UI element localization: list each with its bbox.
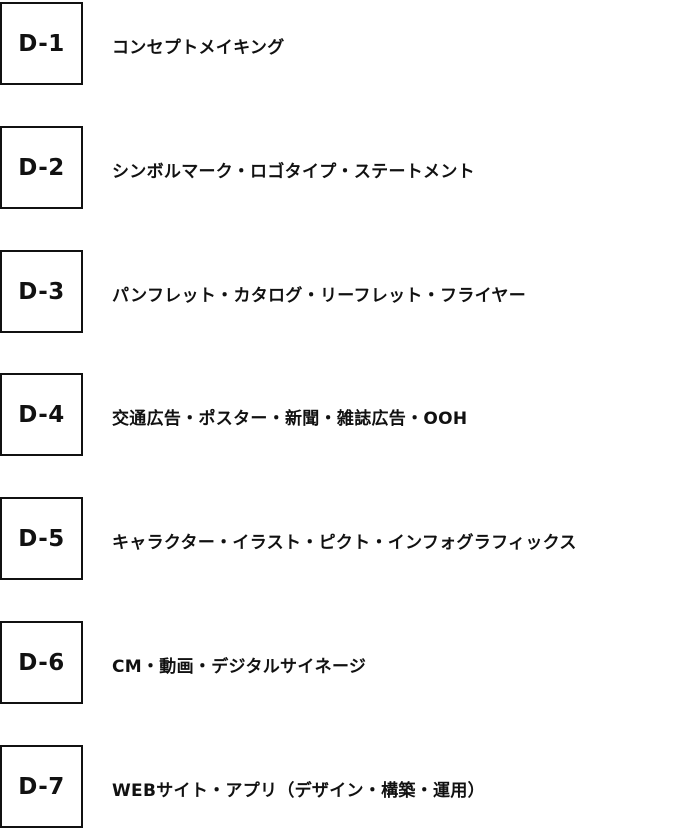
service-item-d2: D-2 シンボルマーク・ロゴタイプ・ステートメント — [0, 126, 675, 212]
service-code-badge: D-7 — [0, 745, 83, 828]
service-item-d6: D-6 CM・動画・デジタルサイネージ — [0, 621, 675, 707]
service-label: シンボルマーク・ロゴタイプ・ステートメント — [112, 161, 475, 182]
service-code-badge: D-4 — [0, 373, 83, 456]
service-item-d4: D-4 交通広告・ポスター・新聞・雑誌広告・OOH — [0, 373, 675, 459]
service-item-d3: D-3 パンフレット・カタログ・リーフレット・フライヤー — [0, 250, 675, 336]
service-code-badge: D-5 — [0, 497, 83, 580]
service-label: コンセプトメイキング — [112, 37, 285, 58]
service-label: パンフレット・カタログ・リーフレット・フライヤー — [112, 285, 527, 306]
service-item-d7: D-7 WEBサイト・アプリ（デザイン・構築・運用） — [0, 745, 675, 831]
service-code-badge: D-1 — [0, 2, 83, 85]
service-label: CM・動画・デジタルサイネージ — [112, 656, 367, 677]
service-code-badge: D-2 — [0, 126, 83, 209]
service-label: キャラクター・イラスト・ピクト・インフォグラフィックス — [112, 532, 577, 553]
service-label: 交通広告・ポスター・新聞・雑誌広告・OOH — [112, 408, 468, 429]
service-code-badge: D-6 — [0, 621, 83, 704]
service-item-d5: D-5 キャラクター・イラスト・ピクト・インフォグラフィックス — [0, 497, 675, 583]
service-item-d1: D-1 コンセプトメイキング — [0, 2, 675, 88]
service-label: WEBサイト・アプリ（デザイン・構築・運用） — [112, 780, 485, 801]
service-code-badge: D-3 — [0, 250, 83, 333]
